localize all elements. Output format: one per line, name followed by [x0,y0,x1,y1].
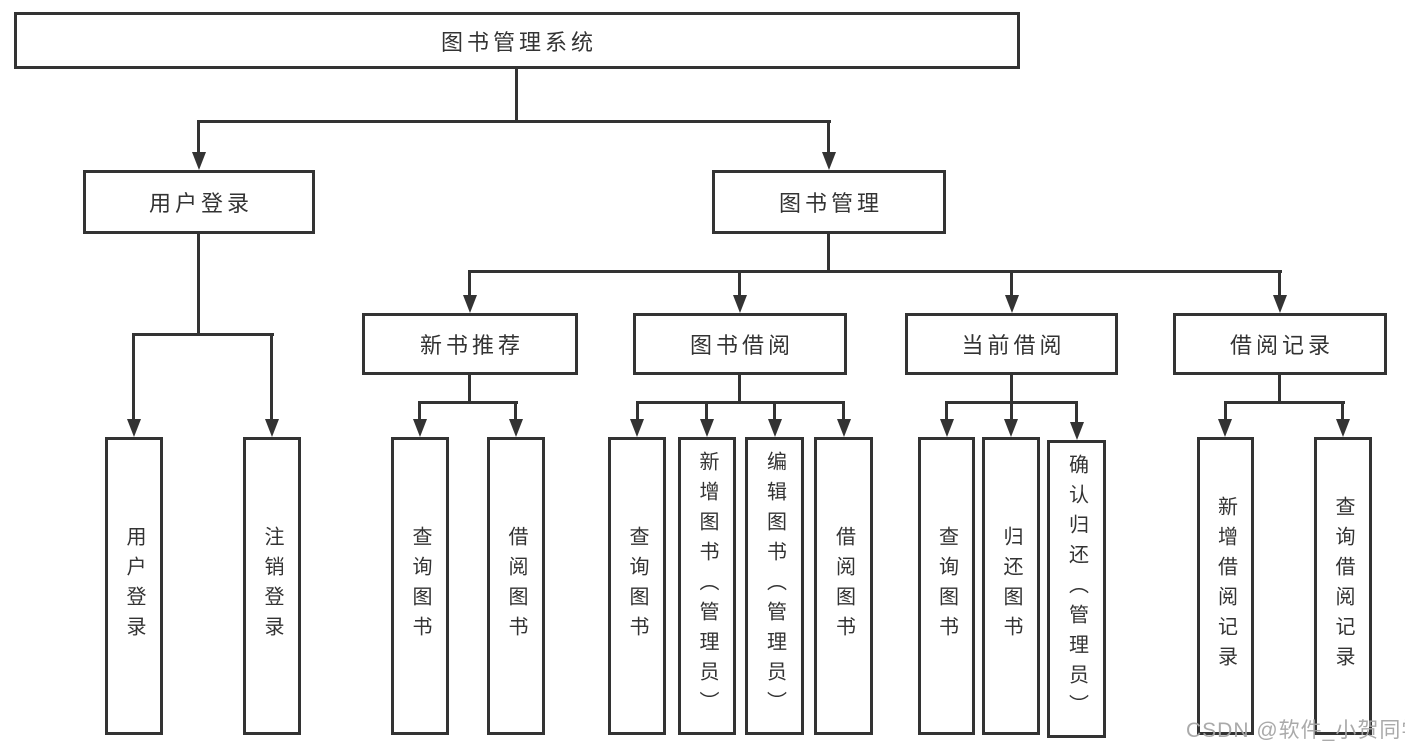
csdn-watermark: CSDN @软件_小贺同学 [1186,719,1405,742]
arrow-head [1004,419,1018,437]
leaf-logout: 注销登录 [243,437,301,735]
leaf-user-login-label: 用户登录 [123,526,145,646]
arrow-head [413,419,427,437]
connector-line [132,333,135,421]
node-book-borrowing: 图书借阅 [633,313,847,375]
node-user-login: 用户登录 [83,170,315,234]
leaf-confirm-return-admin-label: 确认归还（管理员） [1065,454,1088,724]
connector-line [1278,270,1281,298]
connector-line [515,69,518,123]
connector-line [1341,401,1344,422]
connector-line [1278,375,1281,403]
node-root: 图书管理系统 [14,12,1020,69]
connector-line [468,375,471,403]
arrow-head [700,419,714,437]
connector-line [705,401,708,422]
node-new-book-recommend-label: 新书推荐 [419,333,524,358]
leaf-confirm-return-admin: 确认归还（管理员） [1047,440,1106,738]
leaf-logout-label: 注销登录 [261,526,283,646]
leaf-add-borrow-record: 新增借阅记录 [1197,437,1254,735]
leaf-borrow-book-recommend: 借阅图书 [487,437,545,735]
connector-line [1075,401,1078,425]
leaf-return-book: 归还图书 [982,437,1040,735]
leaf-query-book-borrowing-label: 查询图书 [626,526,648,646]
arrow-head [192,152,206,170]
leaf-edit-book-admin-label: 编辑图书（管理员） [763,451,786,721]
node-book-borrowing-label: 图书借阅 [689,333,794,358]
arrow-head [940,419,954,437]
connector-line [132,333,274,336]
arrow-head [1273,295,1287,313]
connector-line [197,120,831,123]
leaf-borrow-book-label: 借阅图书 [832,526,855,646]
leaf-query-borrow-record: 查询借阅记录 [1314,437,1372,735]
leaf-add-book-admin: 新增图书（管理员） [678,437,736,735]
connector-line [827,234,830,272]
arrow-head [768,419,782,437]
connector-line [738,270,741,298]
leaf-query-book-current: 查询图书 [918,437,975,735]
arrow-head [127,419,141,437]
arrow-head [463,295,477,313]
leaf-query-book-recommend: 查询图书 [391,437,449,735]
node-borrowing-records-label: 借阅记录 [1229,333,1334,358]
arrow-head [1336,419,1350,437]
node-root-label: 图书管理系统 [440,29,597,55]
arrow-head [265,419,279,437]
connector-line [636,401,639,422]
node-borrowing-records: 借阅记录 [1173,313,1387,375]
connector-line [270,333,273,421]
node-book-management-label: 图书管理 [778,191,883,216]
leaf-query-book-current-label: 查询图书 [935,526,958,646]
leaf-query-borrow-record-label: 查询借阅记录 [1332,496,1354,676]
leaf-borrow-book: 借阅图书 [814,437,873,735]
arrow-head [733,295,747,313]
connector-line [197,120,200,156]
connector-line [514,401,517,422]
leaf-add-book-admin-label: 新增图书（管理员） [696,451,718,721]
connector-line [468,270,471,298]
connector-line [468,270,1282,273]
node-new-book-recommend: 新书推荐 [362,313,578,375]
arrow-head [1218,419,1232,437]
connector-line [1010,375,1013,403]
connector-line [418,401,518,404]
leaf-query-book-recommend-label: 查询图书 [409,526,431,646]
arrow-head [509,419,523,437]
connector-line [1224,401,1227,422]
node-current-borrowing: 当前借阅 [905,313,1118,375]
leaf-query-book-borrowing: 查询图书 [608,437,666,735]
arrow-head [837,419,851,437]
connector-line [1224,401,1345,404]
arrow-head [1005,295,1019,313]
leaf-borrow-book-recommend-label: 借阅图书 [505,526,527,646]
leaf-edit-book-admin: 编辑图书（管理员） [745,437,804,735]
connector-line [842,401,845,422]
connector-line [945,401,948,422]
leaf-add-borrow-record-label: 新增借阅记录 [1214,496,1237,676]
node-user-login-label: 用户登录 [148,191,253,216]
arrow-head [822,152,836,170]
arrow-head [1070,422,1084,440]
leaf-user-login: 用户登录 [105,437,163,735]
connector-line [1010,401,1013,422]
node-current-borrowing-label: 当前借阅 [961,333,1066,358]
connector-line [636,401,845,404]
connector-line [197,234,200,336]
leaf-return-book-label: 归还图书 [1000,526,1022,646]
connector-line [827,120,830,156]
node-book-management: 图书管理 [712,170,946,234]
arrow-head [630,419,644,437]
connector-line [738,375,741,403]
connector-line [418,401,421,422]
connector-line [1010,270,1013,298]
connector-line [773,401,776,422]
